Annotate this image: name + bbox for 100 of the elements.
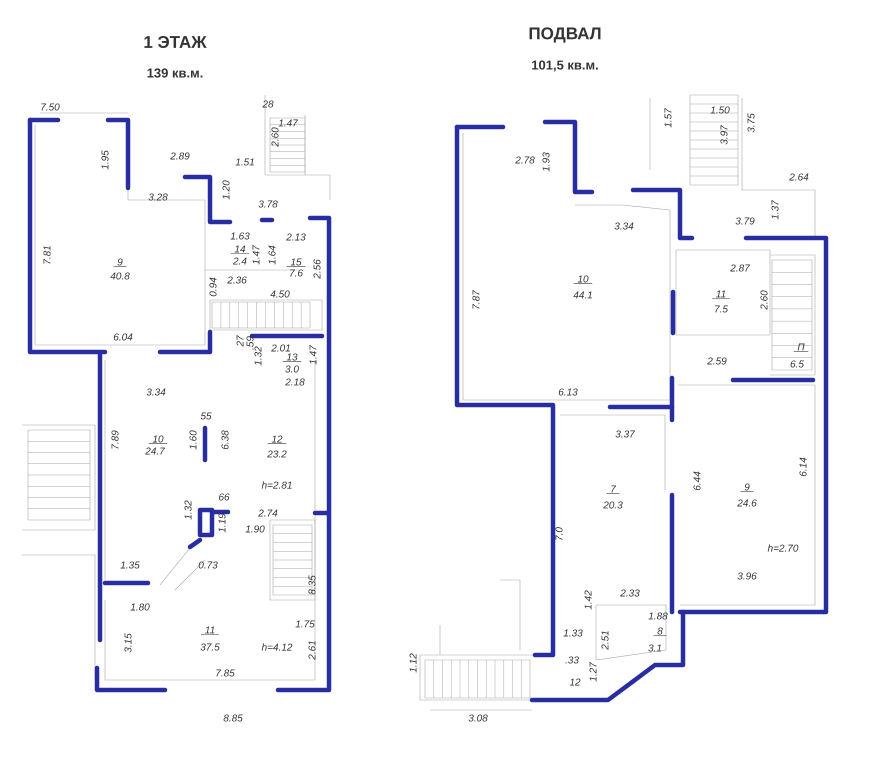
dimension-label: 2.01: [271, 344, 290, 352]
room-number: 12: [267, 436, 287, 444]
dimension-label: 6.04: [114, 333, 132, 341]
dimension-label: 1.57: [664, 108, 672, 128]
dimension-label: 2.56: [313, 259, 321, 279]
dimension-label: 2.18: [285, 378, 305, 386]
dimension-label: 1.32: [184, 500, 192, 520]
room-area: 37.5: [200, 643, 220, 651]
room-number: 11: [200, 626, 220, 635]
dimension-label: 1.47: [252, 244, 260, 264]
dimension-label: 7.87: [472, 290, 480, 309]
room-number: 9: [740, 483, 754, 492]
dimension-label: 12: [570, 678, 580, 686]
room-number: П: [793, 344, 809, 352]
dimension-label: 6.14: [799, 458, 807, 476]
dimension-label: 2.59: [707, 357, 727, 365]
room-number: 9: [113, 258, 127, 268]
dimension-label: 8.35: [308, 575, 316, 594]
dimension-label: 7.85: [216, 669, 235, 677]
dimension-label: 2.78: [515, 156, 535, 164]
dimension-label: 3.08: [468, 714, 488, 722]
dimension-label: 1.19: [218, 513, 226, 532]
room-area: 3.1: [648, 644, 662, 652]
ceiling-height-label: h=2.70: [768, 544, 798, 552]
dimension-label: 0.94: [209, 278, 217, 296]
dimension-label: 1.35: [120, 561, 140, 569]
dimension-label: 1.12: [410, 653, 416, 672]
dimension-label: 1.50: [710, 106, 730, 114]
dimension-label: 7.0: [555, 527, 563, 540]
dimension-label: 1.88: [648, 612, 668, 620]
dimension-label: 27: [236, 335, 244, 347]
dimension-label: 1.63: [230, 232, 250, 240]
dimension-label: 2.64: [789, 173, 808, 181]
room-area: 23.2: [267, 450, 287, 458]
dimension-label: 28: [262, 100, 274, 108]
dimension-label: .59: [246, 336, 254, 350]
dimension-label: 1.32: [254, 346, 262, 366]
dimension-label: 2.60: [271, 127, 279, 147]
dimension-label: 2.13: [286, 233, 306, 241]
room-area: 44.1: [573, 292, 592, 298]
dimension-label: 6.38: [221, 430, 229, 450]
dimension-label: 6.44: [693, 472, 701, 490]
dimension-label: 1.64: [268, 246, 276, 264]
room-area: 24.6: [737, 499, 757, 507]
dimension-label: 2.87: [730, 264, 750, 272]
dimension-label: 1.47: [310, 344, 316, 364]
dimension-label: 2.74: [258, 510, 278, 516]
dimension-label: 1.95: [101, 150, 109, 170]
dimension-label: 3.37: [616, 430, 636, 438]
total-area-label: 101,5 кв.м.: [532, 60, 598, 72]
dimension-label: 4.50: [270, 290, 290, 298]
dimension-label: 2.89: [170, 152, 190, 160]
dimension-label: 7.50: [41, 103, 60, 111]
room-number: 13: [282, 353, 302, 362]
room-area: 24.7: [145, 448, 166, 454]
room-number: 7: [606, 486, 620, 494]
dimension-label: 2.60: [760, 290, 768, 310]
dimension-label: 6.13: [558, 388, 578, 396]
dimension-label: 3.34: [146, 388, 166, 396]
dimension-label: 1.37: [771, 200, 779, 220]
dimension-label: 66: [219, 493, 230, 501]
dimension-label: 3.34: [614, 222, 634, 230]
dimension-label: 3.75: [747, 113, 755, 132]
room-number: 11: [712, 290, 730, 299]
dimension-label: 2.36: [227, 276, 247, 284]
dimension-label: 3.97: [720, 124, 728, 144]
room-area: 7.6: [290, 269, 303, 277]
plan-heading: 1 ЭТАЖ: [144, 36, 207, 48]
dimension-label: 3.15: [124, 633, 132, 652]
room-area: 7.5: [715, 306, 728, 312]
ceiling-height-label: h=4.12: [262, 643, 292, 651]
room-number: 10: [148, 435, 168, 444]
dimension-label: 3.28: [148, 193, 168, 201]
room-number: 8: [653, 627, 667, 636]
dimension-label: 1.75: [296, 620, 315, 628]
plan-heading: ПОДВАЛ: [530, 27, 600, 43]
dimension-label: 2.51: [601, 631, 609, 650]
dimension-label: 3.79: [736, 217, 755, 225]
dimension-label: 3.96: [738, 572, 757, 580]
dimension-label: 55: [200, 412, 212, 420]
dimension-label: 1.60: [189, 430, 197, 450]
room-number: 15: [286, 258, 306, 267]
dimension-label: 1.51: [236, 158, 254, 166]
dimension-label: 1.90: [246, 525, 265, 533]
dimension-label: 0.73: [198, 561, 218, 569]
dimension-label: 1.27: [590, 662, 596, 682]
dimension-label: 1.47: [278, 120, 298, 126]
room-number: 14: [230, 246, 250, 254]
total-area-label: 139 кв.м.: [148, 68, 202, 78]
dimension-label: 3.78: [258, 200, 278, 208]
room-number: 10: [573, 275, 593, 284]
room-area: 6.5: [790, 360, 804, 368]
dimension-label: 1.33: [564, 629, 583, 637]
room-area: 20.3: [603, 501, 623, 509]
ceiling-height-label: h=2.81: [262, 481, 292, 489]
dimension-label: 1.20: [222, 180, 230, 200]
dimension-label: 1.42: [584, 590, 592, 610]
dimension-label: 2.33: [620, 589, 640, 597]
dimension-label: 8.85: [224, 714, 243, 722]
room-area: 40.8: [110, 272, 130, 280]
